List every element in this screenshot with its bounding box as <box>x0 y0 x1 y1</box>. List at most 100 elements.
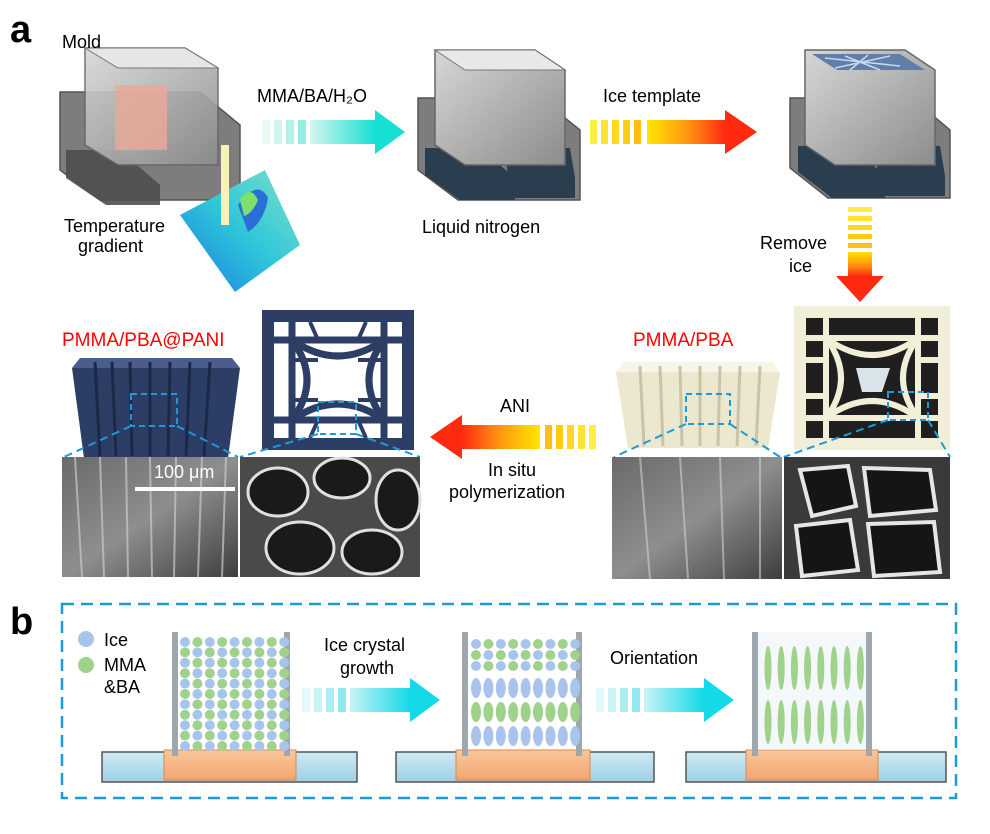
panel-b-label: b <box>10 601 33 643</box>
temperature-gradient-plate <box>180 145 300 292</box>
temperature-label-1: Temperature <box>64 216 165 236</box>
ice-crystal <box>545 726 556 746</box>
mma-particle <box>266 720 277 731</box>
ice-crystal <box>508 678 519 698</box>
mma-particle <box>557 639 568 649</box>
arrow-mma-ba-h2o <box>262 110 405 154</box>
mma-particle <box>279 709 290 720</box>
mma-oriented-particle <box>790 700 798 744</box>
mma-particle <box>180 709 190 720</box>
pmma-side-view-block <box>616 362 780 448</box>
ice-particle <box>204 699 215 710</box>
zoom-lines-right <box>613 419 951 458</box>
mma-particle <box>229 668 240 679</box>
ice-particle <box>204 720 215 731</box>
legend-mma-swatch <box>78 657 94 673</box>
ice-particle <box>180 657 190 668</box>
ice-crystal <box>545 678 556 698</box>
ice-particle <box>279 678 290 689</box>
mma-particle <box>180 730 190 741</box>
mma-particle <box>242 678 252 689</box>
mma-particle <box>495 702 506 722</box>
ice-particle <box>254 637 265 647</box>
ice-particle <box>192 647 203 658</box>
mma-particle <box>533 702 543 722</box>
ice-crystal <box>471 678 481 698</box>
liquid-nitrogen-label: Liquid nitrogen <box>422 217 540 237</box>
mma-particle <box>192 678 203 689</box>
ice-particle <box>180 741 190 751</box>
ice-crystal <box>520 678 531 698</box>
mma-oriented-particle <box>830 700 838 744</box>
sem-image-pmma-top <box>784 457 950 579</box>
ice-particle <box>229 741 240 751</box>
arrow-ani-polymerization <box>430 415 596 459</box>
ice-particle <box>279 699 290 710</box>
mma-particle <box>254 709 265 720</box>
ice-particle <box>229 678 240 689</box>
mma-particle <box>533 639 543 649</box>
mma-particle <box>204 647 215 658</box>
ice-particle <box>266 709 277 720</box>
mma-particle <box>557 702 568 722</box>
ice-crystal <box>533 678 543 698</box>
mma-particle <box>242 637 252 647</box>
ice-particle <box>180 678 190 689</box>
mma-particle <box>254 668 265 679</box>
mma-particle <box>217 699 228 710</box>
mma-particle <box>520 702 531 722</box>
stage-1-container <box>101 632 358 783</box>
mma-particle <box>192 657 203 668</box>
pani-top-view-block <box>262 310 414 450</box>
ice-particle <box>217 689 228 699</box>
sem-image-pani-side <box>62 456 238 578</box>
ice-particle <box>192 730 203 741</box>
mma-particle <box>204 730 215 741</box>
ice-particle <box>204 657 215 668</box>
ice-particle <box>229 699 240 710</box>
ice-crystal <box>483 726 494 746</box>
mma-oriented-particle <box>777 700 785 744</box>
mma-particle <box>180 668 190 679</box>
zoom-lines-left <box>63 425 421 458</box>
mma-particle <box>483 639 494 649</box>
mma-oriented-particle <box>764 646 772 690</box>
ice-particle <box>242 668 252 679</box>
mma-particle <box>508 661 519 671</box>
mma-particle <box>217 720 228 731</box>
sem-image-pani-top <box>240 456 422 577</box>
ice-particle <box>266 668 277 679</box>
mma-particle <box>242 657 252 668</box>
ice-particle <box>217 730 228 741</box>
ice-particle <box>495 661 506 671</box>
ice-particle <box>254 741 265 751</box>
ice-crystal <box>557 726 568 746</box>
mma-particle <box>242 741 252 751</box>
mma-particle <box>229 647 240 658</box>
mma-particle <box>180 647 190 658</box>
mma-particle <box>279 689 290 699</box>
mma-particle <box>266 678 277 689</box>
in-situ-label-2: polymerization <box>449 482 565 502</box>
remove-ice-label-2: ice <box>789 256 812 276</box>
mma-particle <box>254 647 265 658</box>
mma-particle <box>217 657 228 668</box>
ice-crystal <box>520 726 531 746</box>
ice-crystal <box>570 726 581 746</box>
ice-particle <box>279 657 290 668</box>
mma-oriented-particle <box>764 700 772 744</box>
arrow1-label-2: growth <box>340 658 394 678</box>
temperature-label-2: gradient <box>78 236 143 256</box>
mma-particle <box>483 661 494 671</box>
scale-bar <box>135 487 235 491</box>
ice-crystal <box>471 726 481 746</box>
ice-template-label: Ice template <box>603 86 701 106</box>
mma-particle <box>266 657 277 668</box>
ice-crystal <box>557 678 568 698</box>
scale-bar-label: 100 μm <box>154 462 214 482</box>
mma-particle <box>192 699 203 710</box>
mma-particle <box>254 689 265 699</box>
mma-particle <box>204 709 215 720</box>
ice-particle <box>229 720 240 731</box>
ice-particle <box>570 639 581 649</box>
